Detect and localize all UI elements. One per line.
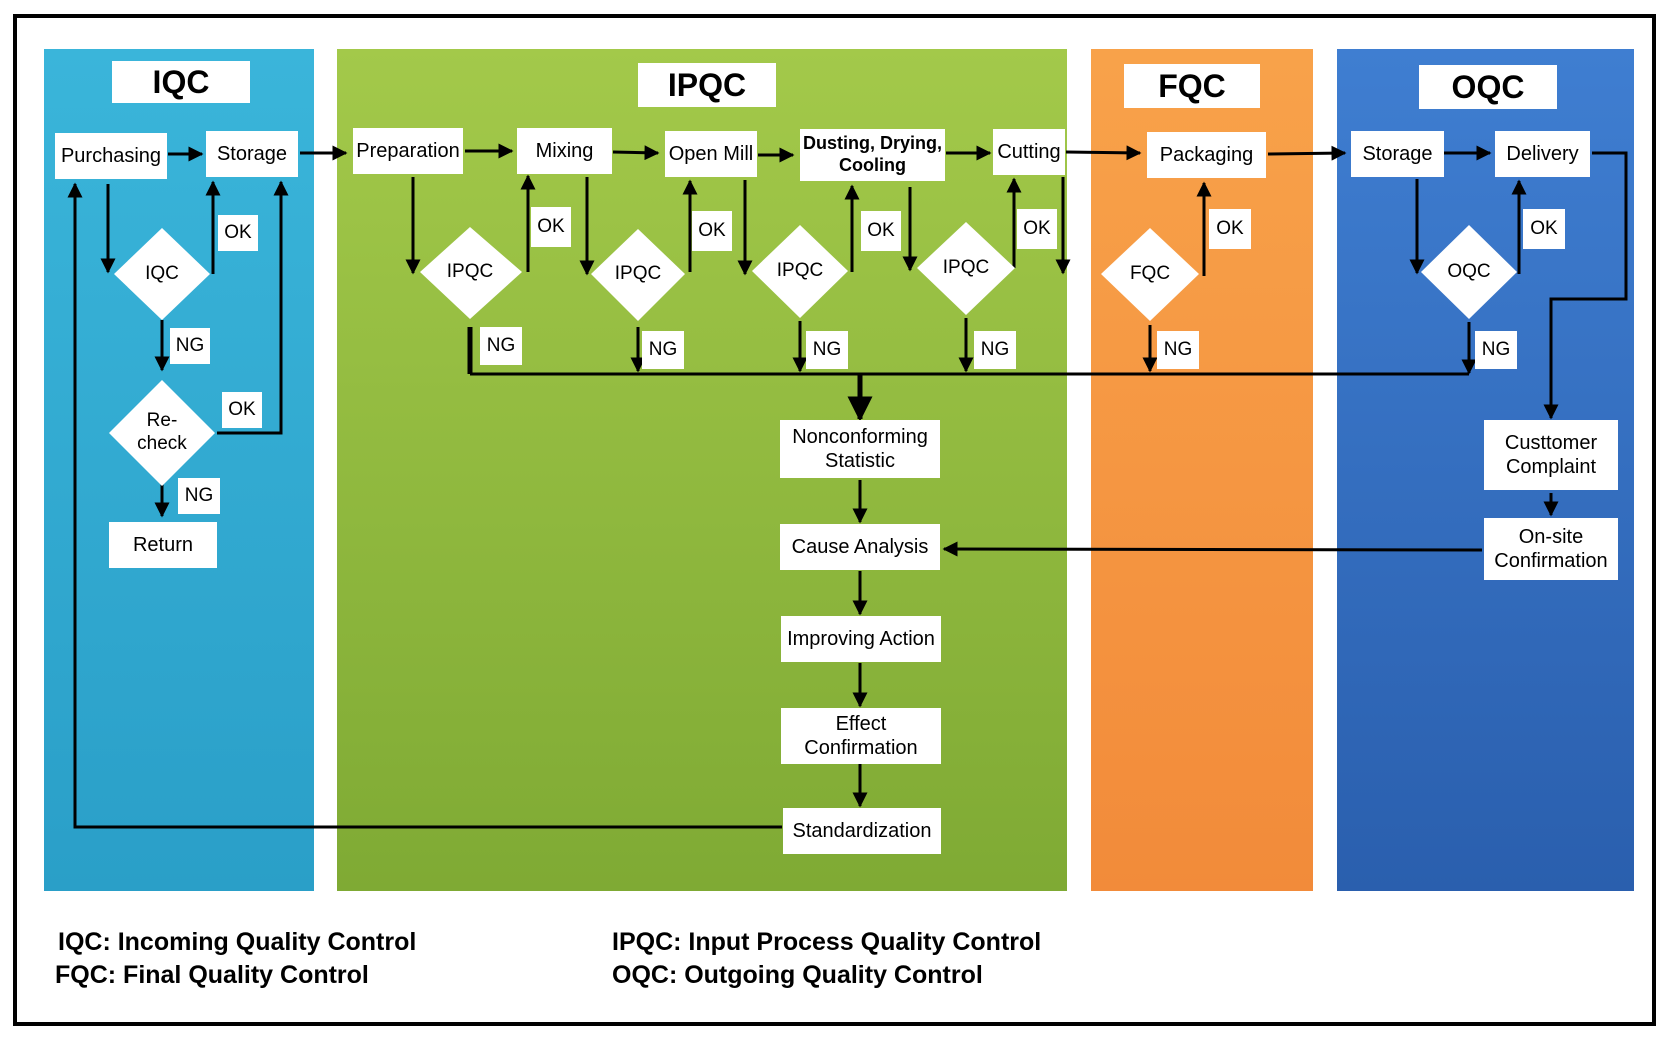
iqc-header: IQC	[112, 61, 250, 103]
oqc-diamond-shape	[1421, 225, 1517, 319]
ipqc2-ok-tag: OK	[692, 211, 732, 251]
cutting-box: Cutting	[993, 129, 1065, 175]
delivery-box: Delivery	[1495, 131, 1590, 177]
nonconforming-statistic-box: Nonconforming Statistic	[780, 420, 940, 478]
oqc-header: OQC	[1419, 65, 1557, 109]
preparation-box: Preparation	[353, 128, 463, 174]
open-mill-box: Open Mill	[665, 131, 757, 177]
recheck-ng-tag: NG	[178, 478, 220, 514]
arrow-onsite-cause	[942, 541, 1483, 557]
ipqc1-diamond-shape	[420, 227, 522, 319]
arrow-mixing-openmill	[612, 145, 660, 161]
ipqc3-ok-tag: OK	[861, 211, 901, 251]
oqc-ok-tag: OK	[1523, 209, 1565, 249]
iqc-ok-tag: OK	[218, 215, 258, 251]
ipqc-panel	[337, 49, 1067, 891]
iqc-storage-box: Storage	[206, 131, 298, 177]
standardization-box: Standardization	[783, 808, 941, 854]
ipqc4-diamond-shape	[917, 222, 1015, 315]
arrow-cutting-packaging	[1065, 145, 1142, 161]
fqc-ng-tag: NG	[1157, 331, 1199, 369]
mixing-box: Mixing	[517, 128, 612, 174]
ipqc2-diamond-shape	[591, 229, 685, 321]
ipqc4-ng-tag: NG	[974, 331, 1016, 369]
diagram-border	[13, 14, 1656, 1026]
arrow-standardization-feedback	[67, 182, 782, 829]
arrow-recheck-ok-storage	[217, 180, 289, 435]
ipqc2-ng-tag: NG	[642, 331, 684, 369]
iqc-ng-tag: NG	[170, 328, 210, 364]
oqc-ng-tag: NG	[1475, 331, 1517, 369]
recheck-ok-tag: OK	[222, 392, 262, 428]
fqc-ok-tag: OK	[1209, 209, 1251, 249]
dusting-drying-cooling-box: Dusting, Drying, Cooling	[800, 129, 945, 181]
arrow-delivery-complaint	[1543, 151, 1628, 420]
ipqc3-diamond-shape	[752, 225, 848, 318]
arrow-packaging-storage	[1267, 145, 1347, 161]
recheck-diamond-shape	[109, 380, 215, 486]
fqc-diamond-shape	[1101, 228, 1199, 321]
onsite-confirmation-box: On-site Confirmation	[1484, 518, 1618, 580]
ipqc4-ok-tag: OK	[1017, 209, 1057, 249]
customer-complaint-box: Custtomer Complaint	[1484, 420, 1618, 490]
purchasing-box: Purchasing	[55, 133, 167, 179]
cause-analysis-box: Cause Analysis	[780, 524, 940, 570]
legend-ipqc: IPQC: Input Process Quality Control	[612, 928, 1042, 956]
iqc-diamond-shape	[114, 228, 210, 320]
ipqc1-ok-tag: OK	[531, 207, 571, 247]
ipqc3-ng-tag: NG	[806, 331, 848, 369]
ipqc-header: IPQC	[638, 63, 776, 107]
legend-oqc: OQC: Outgoing Quality Control	[612, 961, 983, 989]
legend-iqc: IQC: Incoming Quality Control	[58, 928, 417, 956]
ipqc1-ng-tag: NG	[480, 327, 522, 365]
legend-fqc: FQC: Final Quality Control	[55, 961, 369, 989]
packaging-box: Packaging	[1147, 132, 1266, 178]
fqc-header: FQC	[1124, 64, 1260, 108]
return-box: Return	[109, 522, 217, 568]
iqc-panel	[44, 49, 314, 891]
improving-action-box: Improving Action	[781, 616, 941, 662]
effect-confirmation-box: Effect Confirmation	[781, 708, 941, 764]
oqc-storage-box: Storage	[1351, 131, 1444, 177]
